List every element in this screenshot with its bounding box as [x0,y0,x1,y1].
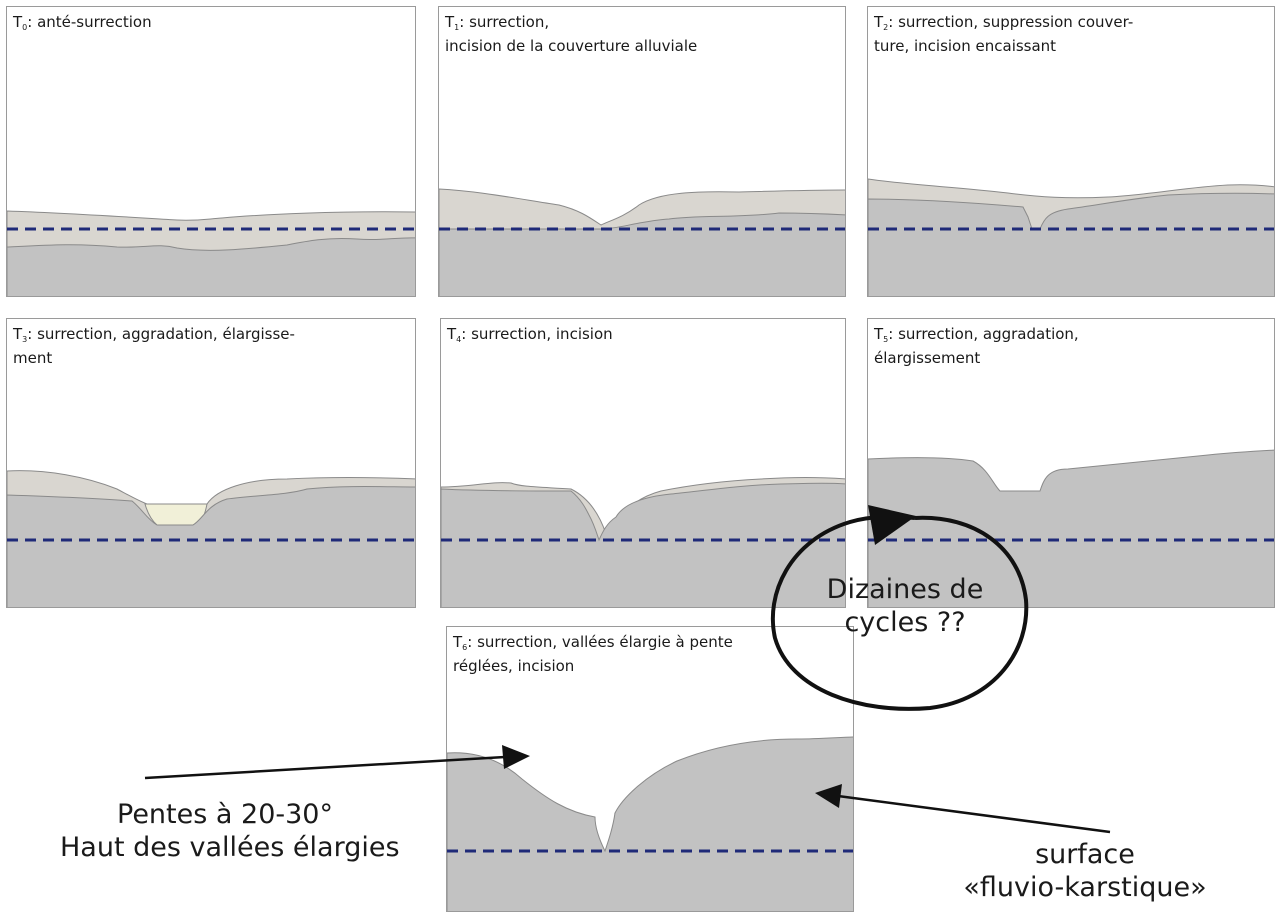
panel-title: T3: surrection, aggradation, élargisse- … [13,325,295,367]
terrain-t3 [7,470,415,607]
panel-t5: T5: surrection, aggradation, élargisseme… [867,318,1275,608]
surface-label: surface «fluvio-karstique» [963,839,1207,903]
panel-t0: T0: anté-surrection [6,6,416,297]
panel-title: T1: surrection, incision de la couvertur… [445,13,698,55]
panel-t4: T4: surrection, incision [440,318,846,608]
terrain-t6 [447,736,853,911]
panel-title: T4: surrection, incision [447,325,613,344]
panel-t1: T1: surrection, incision de la couvertur… [438,6,846,297]
slopes-label: Pentes à 20-30° Haut des vallées élargie… [60,799,400,863]
surface-arrow [837,794,1111,834]
terrain-t0 [7,210,415,296]
panel-title: T2: surrection, suppression couver- ture… [874,13,1134,55]
panel-t2: T2: surrection, suppression couver- ture… [867,6,1275,297]
panel-t3: T3: surrection, aggradation, élargisse- … [6,318,416,608]
terrain-t2 [868,178,1274,296]
panel-title: T6: surrection, vallées élargie à pente … [453,633,733,675]
panel-title: T0: anté-surrection [13,13,152,32]
cycle-label: Dizaines de cycles ?? [826,574,984,638]
terrain-t4 [441,477,845,607]
panel-title: T5: surrection, aggradation, élargisseme… [874,325,1079,367]
terrain-t1 [439,188,845,296]
panel-t6: T6: surrection, vallées élargie à pente … [446,626,854,912]
